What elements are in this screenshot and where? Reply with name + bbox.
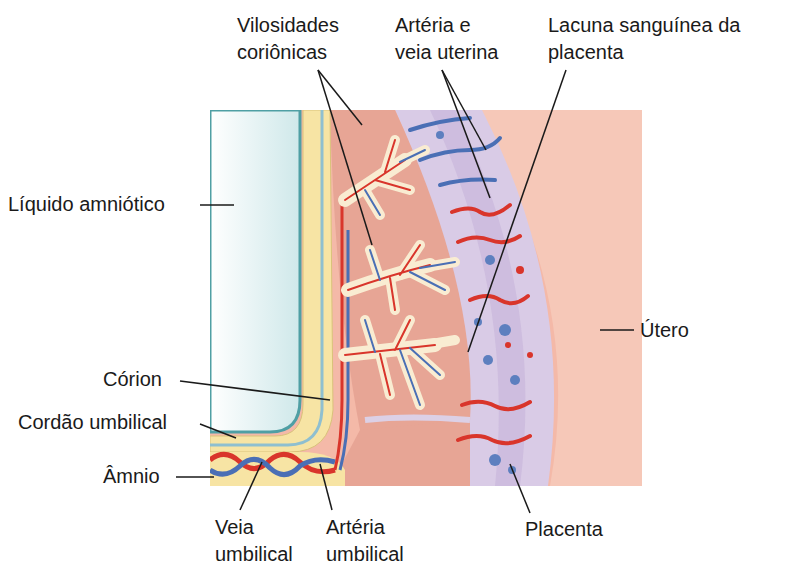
part-label: Placenta <box>525 516 645 543</box>
part-label: Lacuna sanguínea da placenta <box>548 12 773 66</box>
part-label: Veia umbilical <box>215 514 315 568</box>
part-label: Cordão umbilical <box>18 409 203 436</box>
part-label: Vilosidades coriônicas <box>237 12 377 66</box>
part-label: Líquido amniótico <box>8 191 198 218</box>
part-label: Córion <box>103 366 183 393</box>
part-label: Artéria e veia uterina <box>395 12 507 66</box>
part-label: Útero <box>640 317 720 344</box>
part-label: Artéria umbilical <box>326 514 436 568</box>
part-label: Âmnio <box>103 463 178 490</box>
